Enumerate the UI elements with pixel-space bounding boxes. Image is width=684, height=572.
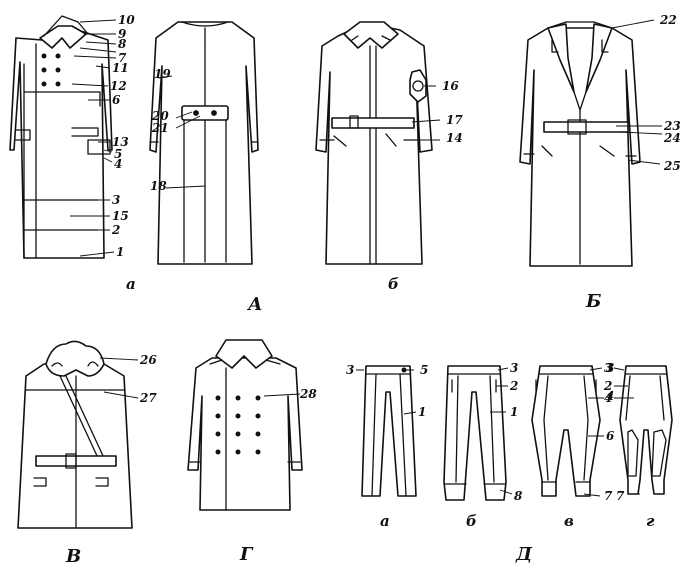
tcallout-b3: 3 [510, 361, 518, 375]
label-B: Б [585, 291, 601, 312]
tcallout-a3: 3 [346, 363, 354, 377]
tcallout-g2: 2 [603, 379, 612, 393]
callout-8: 8 [118, 37, 127, 51]
callout-2: 2 [111, 223, 120, 237]
tcallout-b2: 2 [509, 379, 518, 393]
tcallout-a1: 1 [418, 405, 426, 419]
callout-18: 18 [150, 179, 167, 193]
open-collar-coat: 22 23 24 25 [519, 13, 681, 267]
tcallout-g3: 3 [604, 361, 612, 375]
jacket-buttons [215, 395, 261, 455]
tcallout-g7: 7 [616, 489, 625, 503]
callout-5: 5 [114, 147, 122, 161]
callout-19: 19 [154, 67, 171, 81]
label-D-a: а [380, 512, 390, 530]
label-D: Д [515, 544, 533, 565]
label-D-v: в [564, 512, 574, 530]
callout-26: 26 [139, 353, 157, 367]
trousers-b: 3 2 1 8 [443, 361, 523, 503]
greatcoat-front: 10 9 8 7 11 12 6 13 5 4 3 15 2 1 [9, 13, 135, 259]
label-G: Г [239, 544, 254, 565]
callout-23: 23 [663, 119, 681, 133]
callout-28: 28 [299, 387, 317, 401]
tcallout-v6: 6 [606, 429, 615, 443]
callout-24: 24 [663, 131, 681, 145]
double-breasted-jacket: 28 [187, 339, 317, 511]
tcallout-a5: 5 [420, 363, 428, 377]
callout-7: 7 [118, 51, 127, 65]
trousers-g: 3 2 4 7 [603, 361, 673, 503]
callout-14: 14 [446, 131, 463, 145]
tcallout-b1: 1 [510, 405, 518, 419]
callout-22: 22 [659, 13, 677, 27]
callout-12: 12 [110, 79, 127, 93]
callout-20: 20 [151, 109, 169, 123]
label-V: В [65, 546, 81, 567]
trousers-a: 3 5 1 [346, 363, 428, 497]
label-D-b: б [466, 512, 477, 530]
callout-4: 4 [114, 157, 122, 171]
label-b: б [388, 275, 399, 293]
callout-1: 1 [116, 245, 124, 259]
trousers-v: 3 4 6 7 [531, 361, 615, 503]
tcallout-v3: 3 [606, 361, 614, 375]
callout-3: 3 [112, 193, 120, 207]
fur-collar-coat: 26 27 [17, 340, 157, 529]
callout-27: 27 [139, 391, 157, 405]
callout-6: 6 [112, 93, 121, 107]
label-D-g: г [646, 512, 655, 530]
callout-15: 15 [112, 209, 129, 223]
tcallout-g4: 4 [604, 391, 612, 405]
callout-13: 13 [112, 135, 129, 149]
callout-16: 16 [442, 79, 459, 93]
tcallout-v7: 7 [604, 489, 613, 503]
callout-10: 10 [118, 13, 135, 27]
callout-9: 9 [118, 27, 127, 41]
greatcoat-badge: 16 17 14 [315, 21, 463, 265]
callout-25: 25 [663, 159, 681, 173]
callout-11: 11 [112, 61, 129, 75]
callout-21: 21 [151, 121, 169, 135]
tcallout-v4: 4 [606, 389, 614, 403]
label-a: а [126, 275, 136, 293]
tcallout-b8: 8 [514, 489, 523, 503]
label-A: А [246, 294, 263, 315]
callout-17: 17 [446, 113, 463, 127]
greatcoat-back: 19 20 21 18 [149, 21, 259, 265]
